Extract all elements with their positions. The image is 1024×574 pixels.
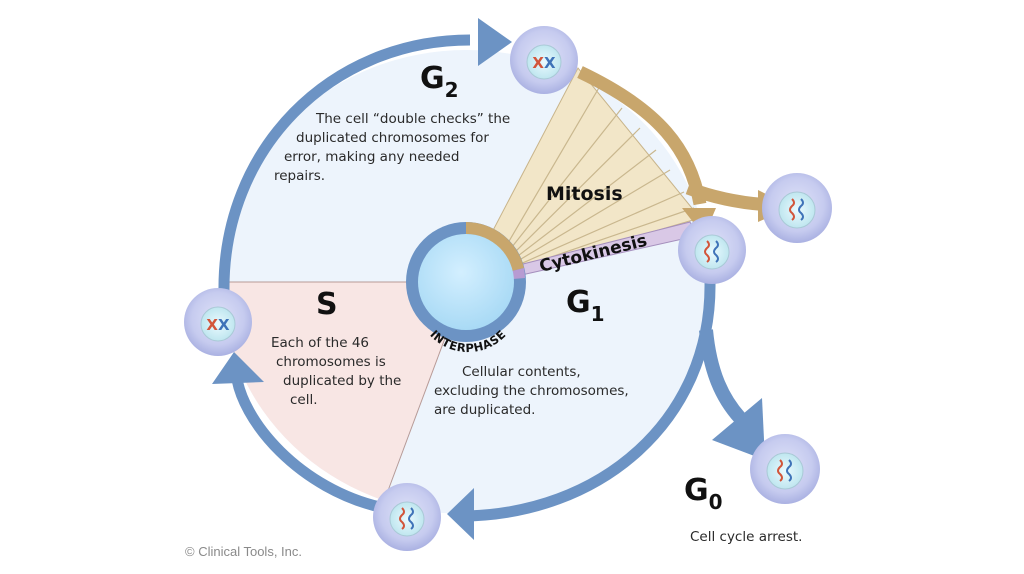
duplicated-chromosomes-icon: XX <box>532 54 556 72</box>
copyright-text: © Clinical Tools, Inc. <box>185 544 302 559</box>
arrow-to-mitosis-icon <box>478 18 512 66</box>
svg-text:excluding the chromosomes,: excluding the chromosomes, <box>434 383 629 399</box>
chromosomes-icon <box>777 459 792 482</box>
duplicated-chromosomes-icon: XX <box>206 316 230 334</box>
s-description: Each of the 46 chromosomes is duplicated… <box>271 335 401 408</box>
g2-title: G2 <box>420 61 459 102</box>
svg-text:duplicated by the: duplicated by the <box>283 373 401 389</box>
svg-text:The cell “double checks” the: The cell “double checks” the <box>315 111 510 127</box>
arrow-to-s-cell-icon <box>212 352 264 384</box>
g1-title: G1 <box>566 285 605 326</box>
cell-g2: XX <box>510 26 578 94</box>
svg-text:cell.: cell. <box>290 392 318 408</box>
cell-daughter-1 <box>678 216 746 284</box>
cell-daughter-2 <box>762 173 832 243</box>
cell-s: XX <box>184 288 252 356</box>
g0-description: Cell cycle arrest. <box>690 529 802 545</box>
arrow-to-g1-cell-icon <box>447 488 474 540</box>
svg-text:Cellular contents,: Cellular contents, <box>462 364 581 380</box>
svg-text:duplicated chromosomes for: duplicated chromosomes for <box>296 130 489 146</box>
s-title: S <box>316 287 338 322</box>
svg-text:are duplicated.: are duplicated. <box>434 402 535 418</box>
g0-branch-arrow <box>699 329 746 423</box>
interphase-center-disc <box>418 234 514 330</box>
svg-text:Each of the 46: Each of the 46 <box>271 335 369 351</box>
g2-description: The cell “double checks” the duplicated … <box>274 111 510 184</box>
g0-title: G0 <box>684 473 723 514</box>
arrow-to-g0-icon <box>712 398 765 460</box>
chromosomes-icon <box>704 240 719 263</box>
g1-description: Cellular contents, excluding the chromos… <box>434 364 629 418</box>
chromosomes-icon <box>399 507 414 530</box>
svg-text:error, making any needed: error, making any needed <box>284 149 459 165</box>
mitosis-label: Mitosis <box>546 183 623 205</box>
cell-g1-bottom <box>373 483 441 551</box>
cell-g0 <box>750 434 820 504</box>
chromosomes-icon <box>789 198 804 221</box>
svg-text:repairs.: repairs. <box>274 168 325 184</box>
mitosis-wedge <box>465 67 701 283</box>
svg-text:chromosomes is: chromosomes is <box>276 354 386 370</box>
